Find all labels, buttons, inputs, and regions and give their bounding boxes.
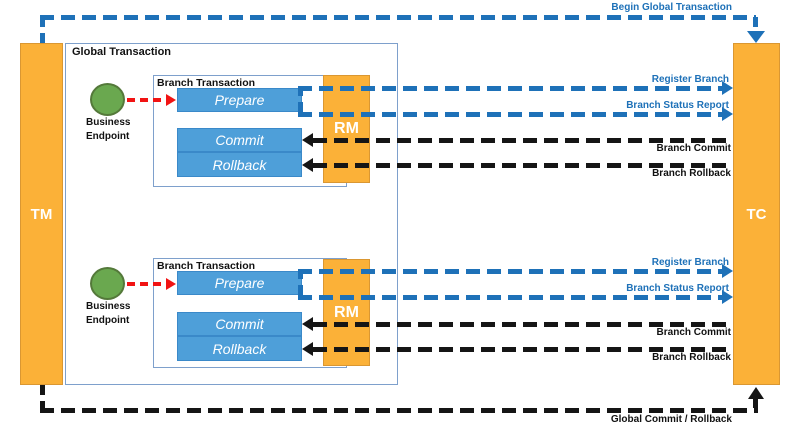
branch-commit-arrowhead-left-icon-1 — [302, 133, 313, 147]
commit-label-2: Commit — [215, 316, 264, 332]
branch-status-report-arrowhead-right-icon-2 — [722, 290, 733, 304]
rollback-box-1: Rollback — [177, 152, 302, 177]
branch-rollback-label-2: Branch Rollback — [652, 352, 731, 363]
global-transaction-box — [65, 43, 398, 385]
begin-global-transaction-arrowhead-down-icon — [747, 31, 765, 43]
register-branch-label-2: Register Branch — [651, 257, 729, 268]
rollback-label-1: Rollback — [212, 156, 267, 173]
business-endpoint-label-2: Business Endpoint — [86, 301, 131, 326]
branch-status-report-label-2: Branch Status Report — [626, 283, 729, 294]
branch-status-report-line-2 — [298, 295, 723, 300]
global-commit-rollback-line-right-riser — [753, 399, 758, 408]
invoke-arrowhead-right-icon-2 — [166, 278, 176, 290]
invoke-arrowhead-right-icon-1 — [166, 94, 176, 106]
branch-commit-line-2 — [313, 322, 733, 327]
tc-bar: TC — [733, 43, 780, 385]
commit-label-1: Commit — [215, 132, 264, 148]
begin-global-transaction-line-right-drop — [753, 17, 758, 31]
prepare-label-1: Prepare — [214, 92, 265, 108]
prepare-bracket-line-1 — [298, 86, 303, 117]
register-branch-arrowhead-right-icon-1 — [722, 81, 733, 95]
prepare-box-1: Prepare — [177, 88, 302, 112]
register-branch-arrowhead-right-icon-2 — [722, 264, 733, 278]
begin-global-transaction-line — [40, 15, 756, 20]
global-transaction-label: Global Transaction — [72, 46, 172, 58]
business-endpoint-circle-1 — [90, 83, 125, 116]
branch-rollback-arrowhead-left-icon-1 — [302, 158, 313, 172]
register-branch-line-1 — [298, 86, 723, 91]
prepare-box-2: Prepare — [177, 271, 302, 295]
invoke-arrow-line-2 — [127, 282, 167, 286]
prepare-bracket-line-2 — [298, 269, 303, 300]
branch-status-report-line-1 — [298, 112, 723, 117]
branch-commit-label-1: Branch Commit — [656, 143, 731, 154]
register-branch-line-2 — [298, 269, 723, 274]
branch-rollback-line-2 — [313, 347, 733, 352]
rollback-box-2: Rollback — [177, 336, 302, 361]
global-commit-rollback-label: Global Commit / Rollback — [610, 414, 732, 425]
commit-box-1: Commit — [177, 128, 302, 152]
branch-transaction-label-2: Branch Transaction — [157, 260, 256, 272]
branch-rollback-arrowhead-left-icon-2 — [302, 342, 313, 356]
global-commit-rollback-line-left-drop — [40, 385, 45, 408]
begin-global-transaction-label: Begin Global Transaction — [611, 2, 732, 13]
branch-status-report-arrowhead-right-icon-1 — [722, 107, 733, 121]
branch-commit-arrowhead-left-icon-2 — [302, 317, 313, 331]
commit-box-2: Commit — [177, 312, 302, 336]
branch-commit-line-1 — [313, 138, 733, 143]
tc-label: TC — [746, 205, 767, 223]
prepare-label-2: Prepare — [214, 275, 265, 291]
register-branch-label-1: Register Branch — [651, 74, 729, 85]
rm-label-2: RM — [334, 303, 359, 321]
tm-bar: TM — [20, 43, 63, 385]
business-endpoint-label-1: Business Endpoint — [86, 117, 131, 142]
begin-global-transaction-line-left-riser — [40, 17, 45, 43]
invoke-arrow-line-1 — [127, 98, 167, 102]
branch-status-report-label-1: Branch Status Report — [626, 100, 729, 111]
rollback-label-2: Rollback — [212, 340, 267, 357]
branch-transaction-label-1: Branch Transaction — [157, 77, 256, 89]
rm-label-1: RM — [334, 120, 359, 137]
global-commit-rollback-line — [40, 408, 758, 413]
business-endpoint-circle-2 — [90, 267, 125, 300]
branch-rollback-label-1: Branch Rollback — [652, 168, 731, 179]
branch-commit-label-2: Branch Commit — [656, 327, 731, 338]
tm-label: TM — [30, 205, 53, 223]
global-commit-rollback-arrowhead-up-icon — [748, 387, 764, 399]
branch-rollback-line-1 — [313, 163, 733, 168]
